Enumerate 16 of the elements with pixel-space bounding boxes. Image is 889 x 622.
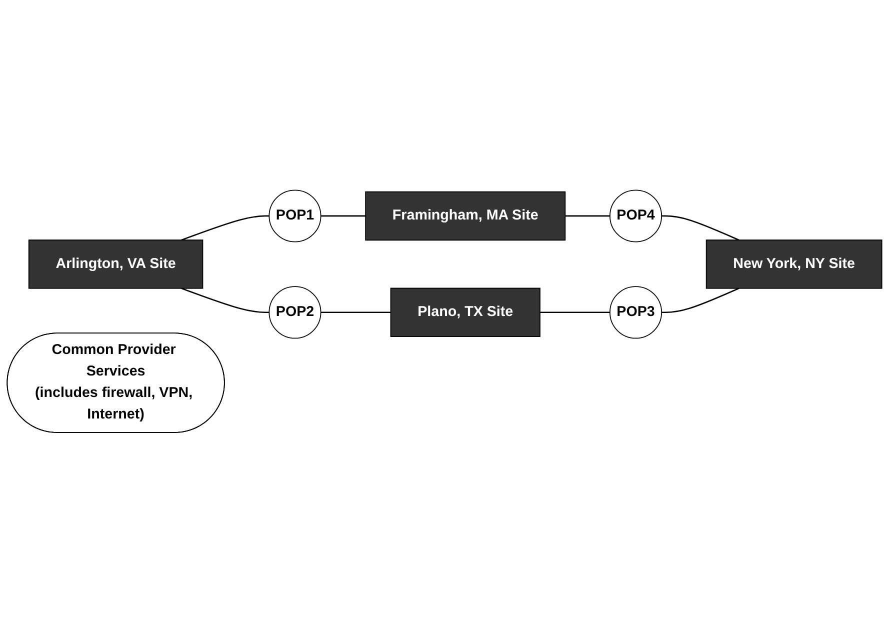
- node-box: Plano, TX Site: [390, 287, 540, 337]
- connector: [181, 215, 270, 240]
- node-box: New York, NY Site: [706, 239, 882, 288]
- connector: [320, 215, 366, 216]
- node-circle: POP3: [609, 286, 662, 338]
- node-box: Arlington, VA Site: [28, 239, 204, 288]
- node-circle: POP4: [609, 189, 662, 242]
- connector: [662, 287, 740, 313]
- connector: [662, 215, 740, 240]
- node-circle: POP2: [268, 286, 322, 338]
- connector: [181, 287, 270, 313]
- connector: [565, 215, 610, 216]
- connector: [540, 311, 610, 313]
- node-circle: POP1: [268, 189, 322, 242]
- connector: [320, 311, 391, 313]
- node-box: Framingham, MA Site: [365, 191, 566, 240]
